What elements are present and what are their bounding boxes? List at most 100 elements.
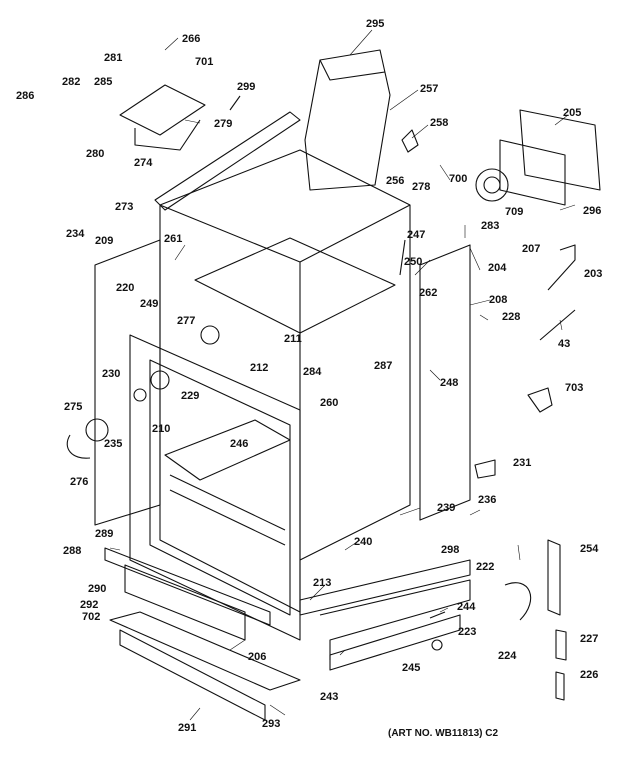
part-label-211: 211	[284, 333, 302, 345]
vent-panel	[519, 109, 601, 191]
part-label-295: 295	[366, 18, 385, 30]
part-label-228: 228	[502, 311, 521, 323]
part-label-213: 213	[313, 577, 332, 589]
part-label-700: 700	[449, 173, 468, 185]
part-299	[229, 95, 241, 111]
part-label-286: 286	[16, 90, 35, 102]
toe-rail	[329, 614, 461, 671]
drawer-bottom	[109, 611, 301, 691]
hinge-226	[555, 671, 565, 701]
hinge-222	[504, 582, 532, 621]
part-label-296: 296	[583, 205, 602, 217]
rear-panel	[94, 239, 161, 526]
part-label-288: 288	[63, 545, 82, 557]
part-label-292: 292	[80, 599, 99, 611]
drawer-front	[104, 547, 271, 626]
cabinet-front-frame	[129, 334, 301, 641]
part-label-234: 234	[66, 228, 85, 240]
part-label-280: 280	[86, 148, 105, 160]
part-label-220: 220	[116, 282, 135, 294]
part-label-223: 223	[458, 626, 477, 638]
part-label-283: 283	[481, 220, 500, 232]
oven-opening	[149, 359, 291, 616]
part-label-275: 275	[64, 401, 83, 413]
side-panel-right	[419, 244, 471, 521]
part-label-240: 240	[354, 536, 373, 548]
part-label-235: 235	[104, 438, 123, 450]
part-label-281: 281	[104, 52, 123, 64]
part-label-289: 289	[95, 528, 114, 540]
part-label-701: 701	[195, 56, 214, 68]
part-label-206: 206	[248, 651, 267, 663]
hinge-227	[555, 629, 567, 661]
cord-43	[539, 309, 576, 341]
part-label-247: 247	[407, 229, 426, 241]
oven-rack	[164, 419, 291, 481]
part-label-702: 702	[82, 611, 101, 623]
part-label-298: 298	[441, 544, 460, 556]
part-277	[200, 325, 220, 345]
cabinet-left-side	[159, 205, 301, 613]
part-label-266: 266	[182, 33, 201, 45]
hinge-254	[547, 539, 561, 616]
part-label-249: 249	[140, 298, 159, 310]
part-label-257: 257	[420, 83, 439, 95]
part-label-43: 43	[558, 338, 571, 350]
part-label-258: 258	[430, 117, 449, 129]
part-label-226: 226	[580, 669, 599, 681]
part-label-246: 246	[230, 438, 249, 450]
bracket-703	[527, 387, 553, 413]
bottom-plate	[119, 629, 266, 721]
part-label-205: 205	[563, 107, 582, 119]
bracket-231	[474, 459, 496, 479]
bracket-258	[401, 129, 419, 153]
vent-duct	[304, 49, 391, 191]
wire-247	[399, 239, 406, 276]
cabinet-top-inner	[194, 237, 396, 334]
part-label-261: 261	[164, 233, 183, 245]
part-label-207: 207	[522, 243, 541, 255]
part-label-229: 229	[181, 390, 200, 402]
part-label-273: 273	[115, 201, 134, 213]
drawer-body	[124, 564, 246, 641]
part-label-282: 282	[62, 76, 81, 88]
cabinet-top-panel	[159, 149, 411, 263]
part-label-224: 224	[498, 650, 517, 662]
part-label-243: 243	[320, 691, 339, 703]
part-label-285: 285	[94, 76, 113, 88]
part-label-230: 230	[102, 368, 121, 380]
part-label-222: 222	[476, 561, 495, 573]
part-label-239: 239	[437, 502, 456, 514]
part-label-236: 236	[478, 494, 497, 506]
part-label-276: 276	[70, 476, 89, 488]
part-label-204: 204	[488, 262, 507, 274]
handle-244	[429, 611, 446, 619]
part-label-208: 208	[489, 294, 508, 306]
burner-bracket	[119, 84, 206, 136]
part-label-227: 227	[580, 633, 599, 645]
part-label-291: 291	[178, 722, 197, 734]
part-label-277: 277	[177, 315, 196, 327]
part-label-293: 293	[262, 718, 281, 730]
part-label-709: 709	[505, 206, 524, 218]
part-label-203: 203	[584, 268, 603, 280]
part-label-244: 244	[457, 601, 476, 613]
part-label-299: 299	[237, 81, 256, 93]
burner-229	[150, 370, 170, 390]
part-label-245: 245	[402, 662, 421, 674]
art-number: (ART NO. WB11813) C2	[388, 728, 499, 739]
part-label-262: 262	[419, 287, 438, 299]
foot-245	[431, 639, 443, 651]
part-label-250: 250	[404, 256, 423, 268]
part-label-210: 210	[152, 423, 171, 435]
part-label-254: 254	[580, 543, 599, 555]
cabinet-right-side	[299, 205, 411, 561]
part-276	[66, 434, 91, 459]
part-label-703: 703	[565, 382, 584, 394]
part-label-212: 212	[250, 362, 269, 374]
part-label-278: 278	[412, 181, 431, 193]
part-label-209: 209	[95, 235, 114, 247]
knob-230	[133, 388, 147, 402]
